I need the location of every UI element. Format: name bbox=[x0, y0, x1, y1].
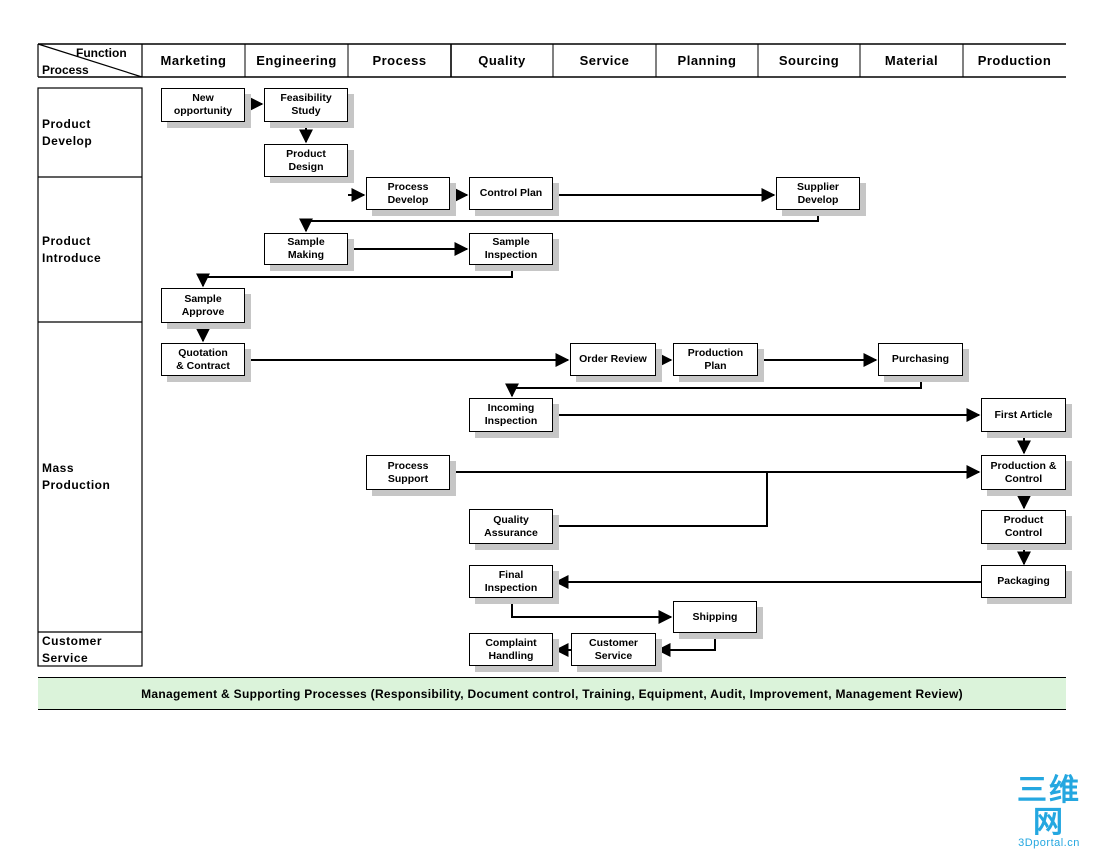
step-new-opportunity: New opportunity bbox=[161, 88, 245, 122]
step-purchasing: Purchasing bbox=[878, 343, 963, 376]
function-header-service: Service bbox=[579, 53, 630, 68]
step-complaint-handling: Complaint Handling bbox=[469, 633, 553, 666]
step-packaging: Packaging bbox=[981, 565, 1066, 598]
function-header-production: Production bbox=[977, 53, 1052, 68]
site-logo: 三维网 3Dportal.cn bbox=[1003, 775, 1095, 849]
step-product-control: Product Control bbox=[981, 510, 1066, 544]
diagram-lines bbox=[37, 43, 1066, 667]
corner-function-label: Function bbox=[76, 46, 127, 60]
function-header-marketing: Marketing bbox=[160, 53, 227, 68]
function-header-engineering: Engineering bbox=[256, 53, 337, 68]
connectors bbox=[196, 97, 1031, 657]
step-quality-assurance: Quality Assurance bbox=[469, 509, 553, 544]
step-customer-service: Customer Service bbox=[571, 633, 656, 666]
step-production-control: Production & Control bbox=[981, 455, 1066, 490]
step-process-support: Process Support bbox=[366, 455, 450, 490]
function-header-material: Material bbox=[884, 53, 939, 68]
phase-customer-service: Customer Service bbox=[42, 634, 103, 665]
phase-product-introduce: Product Introduce bbox=[42, 234, 102, 265]
step-quotation-contract: Quotation & Contract bbox=[161, 343, 245, 376]
logo-text: 3Dportal.cn bbox=[1018, 837, 1080, 849]
step-order-review: Order Review bbox=[570, 343, 656, 376]
step-shipping: Shipping bbox=[673, 601, 757, 633]
phase-product-develop: Product Develop bbox=[42, 117, 93, 148]
management-supporting-processes-band: Management & Supporting Processes (Respo… bbox=[38, 677, 1066, 710]
function-header-sourcing: Sourcing bbox=[778, 53, 840, 68]
process-function-diagram: Function Process Marketing Engineering P… bbox=[37, 43, 1079, 849]
step-process-develop: Process Develop bbox=[366, 177, 450, 210]
step-sample-inspection: Sample Inspection bbox=[469, 233, 553, 265]
step-control-plan: Control Plan bbox=[469, 177, 553, 210]
step-sample-making: Sample Making bbox=[264, 233, 348, 265]
function-header-process: Process bbox=[372, 53, 427, 68]
step-incoming-inspection: Incoming Inspection bbox=[469, 398, 553, 432]
function-header-quality: Quality bbox=[478, 53, 526, 68]
step-sample-approve: Sample Approve bbox=[161, 288, 245, 323]
phase-column bbox=[37, 87, 143, 667]
logo-mark: 三维网 bbox=[1017, 774, 1081, 839]
phase-mass-production: Mass Production bbox=[42, 461, 111, 492]
step-feasibility-study: Feasibility Study bbox=[264, 88, 348, 122]
step-supplier-develop: Supplier Develop bbox=[776, 177, 860, 210]
corner-diagonal bbox=[37, 43, 143, 78]
corner-process-label: Process bbox=[42, 63, 89, 77]
step-first-article: First Article bbox=[981, 398, 1066, 432]
step-final-inspection: Final Inspection bbox=[469, 565, 553, 598]
function-header-planning: Planning bbox=[677, 53, 737, 68]
header-grid bbox=[37, 43, 1066, 78]
step-production-plan: Production Plan bbox=[673, 343, 758, 376]
step-product-design: Product Design bbox=[264, 144, 348, 177]
